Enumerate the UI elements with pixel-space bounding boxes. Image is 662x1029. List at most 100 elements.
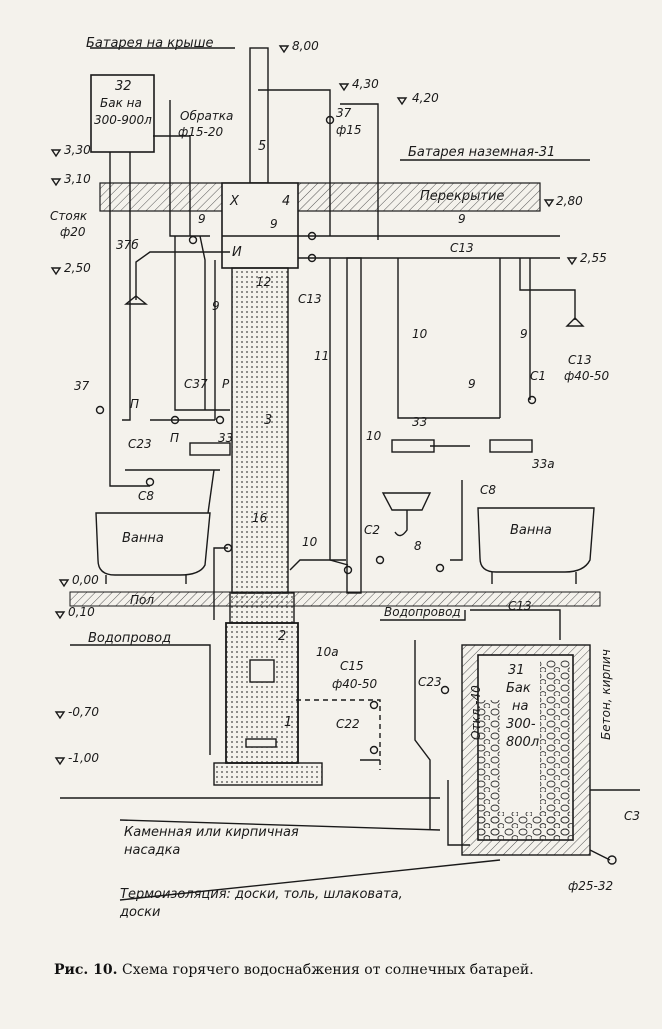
label-c15: C15 [340, 659, 364, 673]
valve-c8 [145, 477, 155, 487]
label-10-c: 10 [302, 535, 318, 549]
pipe-15 [340, 103, 379, 240]
label-c13-d: C13 [508, 599, 532, 613]
valve-16 [223, 543, 233, 553]
valve-c3 [607, 855, 617, 865]
label-insulation-line1: Термоизоляция: доски, толь, шлаковата, [120, 887, 403, 902]
pipe-c13-down [470, 609, 561, 640]
label-c1: C1 [530, 369, 547, 383]
label-c13-b: C13 [298, 292, 322, 306]
pipe-10a [296, 699, 381, 770]
valve-c23 [440, 685, 450, 695]
label-37b: 37б [116, 238, 139, 252]
label-9-b: 9 [270, 217, 278, 231]
valve-37 [325, 115, 335, 125]
mixer-33-right-b [489, 439, 533, 453]
label-water-pipe-b: Водопровод [384, 605, 461, 619]
valve-c22 [369, 745, 379, 755]
label-8: 8 [414, 539, 422, 553]
valve-c1 [527, 395, 537, 405]
label-return-line2: ф15-20 [178, 125, 224, 139]
tank-31-stones-left [478, 700, 500, 840]
label-9-f: 9 [520, 327, 528, 341]
label-11: 11 [314, 349, 330, 363]
stove-door [249, 659, 275, 683]
label-33a: 33а [532, 457, 555, 471]
label-insulation-line2: доски [120, 905, 161, 920]
label-stone-line2: насадка [124, 843, 181, 858]
floor [69, 591, 601, 607]
valve-9 [307, 231, 317, 241]
label-elev-100: -1,00 [68, 751, 100, 765]
label-water-pipe-a: Водопровод [88, 631, 172, 646]
pipe-16 [213, 547, 228, 620]
valve-12 [307, 253, 317, 263]
elev-mark-420 [396, 97, 408, 106]
label-c13-c: C13 [568, 353, 592, 367]
label-d40-50-a: ф40-50 [564, 369, 610, 383]
label-c8-b: C8 [480, 483, 497, 497]
sink-drain [394, 510, 408, 537]
label-9-e: 9 [468, 377, 476, 391]
pipe-10-floor [289, 559, 346, 571]
elev-mark-250 [50, 267, 62, 276]
elev-mark-255 [566, 257, 578, 266]
caption-prefix: Рис. 10. [54, 962, 118, 978]
label-c23-a: C23 [128, 437, 152, 451]
label-5: 5 [258, 139, 267, 154]
shower-head-right [565, 317, 585, 327]
label-elev-070: -0,70 [68, 705, 100, 719]
heater-box [221, 182, 299, 269]
pipe-9-left-b [199, 235, 206, 410]
label-tank-31-line1: Бак [506, 681, 531, 696]
figure-caption: Рис. 10. Схема горячего водоснабжения от… [54, 962, 534, 978]
label-12: 12 [256, 275, 272, 289]
label-tank-32-line1: Бак на [100, 96, 142, 110]
stove-ash-door [245, 738, 277, 748]
label-d15: ф15 [336, 123, 362, 137]
label-3: 3 [264, 413, 273, 428]
pipe-37 [258, 89, 331, 236]
label-riser-line1: Стояк [50, 209, 88, 223]
label-elev-000: 0,00 [72, 573, 99, 587]
label-c23-b: C23 [418, 675, 442, 689]
elev-mark-070 [54, 711, 66, 720]
bath-left [95, 512, 211, 576]
valve-c2 [375, 555, 385, 565]
pipe-10-down [329, 258, 349, 566]
bath-right [477, 507, 595, 573]
stone-leader [119, 819, 441, 831]
label-tank-32-line2: 300-900л [94, 113, 152, 127]
mixer-33-left [189, 442, 231, 456]
pipe-9-left-a [174, 236, 230, 411]
label-elev-330: 3,30 [64, 143, 91, 157]
label-1: 1 [284, 715, 293, 730]
shower-pipe-left [135, 251, 230, 300]
label-elev-800: 8,00 [292, 39, 319, 53]
valve-c37 [170, 415, 180, 425]
label-x: Х [230, 194, 239, 209]
tank-32 [90, 74, 155, 153]
label-2: 2 [278, 629, 287, 644]
chimney [249, 47, 269, 184]
label-elev-250: 2,50 [64, 261, 91, 275]
pipe-10-right [397, 258, 500, 419]
label-roof-battery: Батарея на крыше [86, 36, 214, 51]
tank-31-inlet [447, 780, 470, 846]
label-c22: C22 [336, 717, 360, 731]
label-10-b: 10 [366, 429, 382, 443]
pipe-c8-right [450, 480, 463, 561]
label-4: 4 [282, 194, 291, 209]
riser-pipe [109, 152, 150, 487]
label-pi-b: П [170, 431, 180, 445]
label-floor: Пол [130, 593, 155, 607]
elev-mark-010 [54, 611, 66, 620]
label-10-a: 10 [412, 327, 428, 341]
label-d25-32: ф25-32 [568, 879, 614, 893]
pipe-11-riser [346, 257, 362, 594]
label-elev-420: 4,20 [412, 91, 439, 105]
label-tank-31-line3: 300- [506, 717, 536, 732]
insulation-leader [119, 859, 501, 901]
label-floor-slab: Перекрытие [420, 189, 505, 204]
stove-column [231, 267, 289, 594]
